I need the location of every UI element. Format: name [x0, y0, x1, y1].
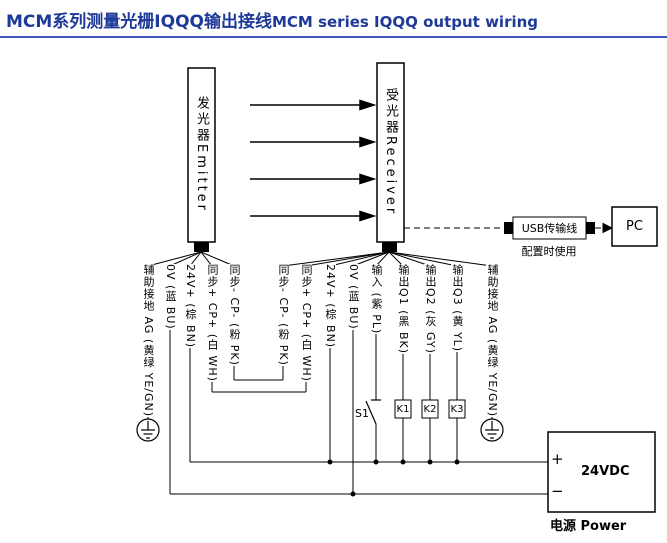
receiver-wire-aux-ground: 辅助接地 AG (黄绿 YE/GN) — [486, 264, 499, 418]
switch-s1-symbol — [365, 399, 381, 425]
usb-arrowhead — [602, 222, 614, 234]
usb-cable-label: USB传输线 — [521, 222, 578, 235]
receiver-box — [376, 62, 405, 252]
power-supply-box — [547, 431, 656, 513]
relay-k1-label: K1 — [396, 403, 410, 415]
emitter-fan-lines — [147, 251, 235, 267]
power-minus-terminal: − — [551, 482, 564, 500]
relay-k1-box — [394, 399, 412, 419]
usb-config-note: 配置时使用 — [521, 245, 577, 258]
junction-dots — [327, 459, 460, 497]
receiver-wire-q2: 输出Q2 (灰 GY) — [424, 264, 437, 354]
ground-symbol-left — [136, 418, 160, 442]
receiver-label: 受光器Receiver — [383, 88, 398, 217]
receiver-wire-24v: 24V+ (棕 BN) — [324, 264, 337, 349]
usb-cable-box — [504, 216, 595, 240]
receiver-wire-sync-minus: 同步- CP- (粉 PK) — [277, 264, 290, 366]
ground-symbol-right — [480, 418, 504, 442]
page-title-en: MCM series IQQQ output wiring — [272, 13, 539, 31]
power-plus-terminal: + — [551, 450, 564, 468]
usb-plug-left — [504, 222, 513, 234]
emitter-wire-0v: 0V (蓝 BU) — [164, 264, 177, 330]
receiver-wire-q1: 输出Q1 (黑 BK) — [397, 264, 410, 354]
power-voltage-label: 24VDC — [581, 464, 630, 479]
relay-k3-box — [448, 399, 466, 419]
receiver-connector — [382, 242, 397, 252]
beam-arrows — [250, 99, 377, 222]
page-title: MCM系列测量光栅IQQQ输出接线MCM series IQQQ output … — [6, 7, 538, 32]
switch-s1-label: S1 — [355, 407, 369, 420]
relay-k2-label: K2 — [423, 403, 437, 415]
emitter-label: 发光器Emitter — [194, 96, 209, 214]
usb-dashed-link — [404, 222, 614, 234]
usb-plug-right — [586, 222, 595, 234]
relay-boxes — [394, 399, 466, 419]
emitter-box — [187, 67, 216, 252]
power-name-label: 电源 Power — [550, 519, 627, 534]
emitter-connector — [194, 242, 209, 252]
title-underline — [0, 36, 667, 38]
receiver-wire-sync-plus: 同步+ CP+ (白 WH) — [300, 264, 313, 382]
pc-label: PC — [626, 219, 643, 234]
receiver-wire-input: 输入 (紫 PL) — [370, 264, 383, 335]
receiver-wire-0v: 0V (蓝 BU) — [347, 264, 360, 330]
relay-k2-box — [421, 399, 439, 419]
page-title-zh: MCM系列测量光栅IQQQ输出接线 — [6, 12, 272, 32]
receiver-wire-q3: 输出Q3 (黄 YL) — [451, 264, 464, 353]
pc-box — [611, 206, 658, 247]
emitter-wire-sync-minus: 同步- CP- (粉 PK) — [228, 264, 241, 366]
emitter-wire-24v: 24V+ (棕 BN) — [184, 264, 197, 349]
relay-k3-label: K3 — [450, 403, 464, 415]
receiver-fan-lines — [282, 251, 493, 267]
emitter-wire-sync-plus: 同步+ CP+ (白 WH) — [206, 264, 219, 382]
emitter-wire-aux-ground: 辅助接地 AG (黄绿 YE/GN) — [142, 264, 155, 418]
